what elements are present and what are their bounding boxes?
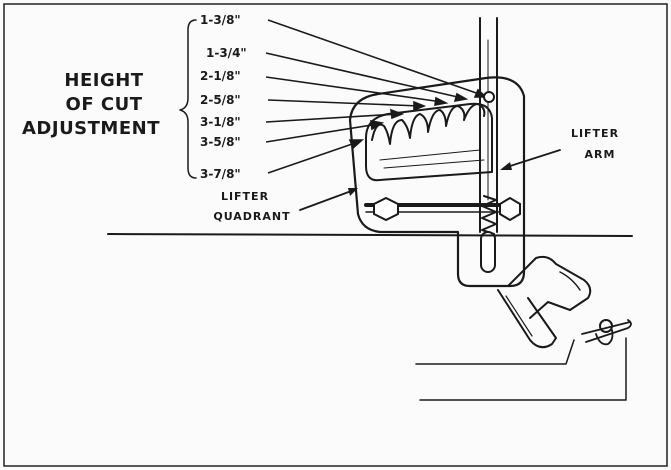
lifter-arm-label-line-1: LIFTER bbox=[571, 127, 619, 140]
lifter-arm-leader bbox=[503, 149, 561, 169]
guide-line-upper bbox=[415, 339, 575, 365]
height-label-5: 3-1/8" bbox=[200, 115, 241, 129]
axle-clip bbox=[581, 319, 632, 343]
leader-arrow-4 bbox=[413, 100, 427, 112]
right-bolt bbox=[499, 196, 521, 222]
quadrant-slot bbox=[365, 102, 493, 182]
height-labels: 1-3/8" 1-3/4" 2-1/8" 2-5/8" 3-1/8" 3-5/8… bbox=[200, 13, 247, 181]
axle-pin bbox=[599, 319, 613, 333]
height-label-7: 3-7/8" bbox=[200, 167, 241, 181]
quadrant-shading bbox=[379, 149, 485, 169]
leader-line-3 bbox=[265, 76, 443, 103]
lifter-arm-arrow bbox=[500, 162, 512, 170]
leader-line-6 bbox=[265, 123, 379, 143]
lifter-arm-label-line-2: ARM bbox=[585, 148, 616, 161]
linkage-arm bbox=[507, 255, 592, 319]
leader-line-5 bbox=[265, 113, 399, 123]
title-line-1: HEIGHT bbox=[64, 70, 143, 91]
title-line-3: ADJUSTMENT bbox=[22, 118, 160, 139]
lower-adjust-slot bbox=[480, 231, 496, 273]
title-line-2: OF CUT bbox=[66, 94, 143, 115]
leader-arrow-3 bbox=[434, 96, 449, 106]
leader-line-1 bbox=[267, 19, 483, 96]
blade-arm-shading bbox=[505, 295, 533, 337]
left-bolt bbox=[373, 196, 399, 222]
lifter-quadrant-plate bbox=[348, 76, 526, 288]
lifter-quadrant-label-line-1: LIFTER bbox=[221, 190, 269, 203]
lifter-spring bbox=[481, 195, 497, 235]
height-label-3: 2-1/8" bbox=[200, 69, 241, 83]
lifter-quadrant-arrow bbox=[348, 188, 358, 196]
leader-arrow-2 bbox=[453, 92, 469, 103]
linkage-arm-detail bbox=[559, 271, 581, 291]
lifter-quadrant-label-line-2: QUADRANT bbox=[213, 210, 290, 223]
height-label-6: 3-5/8" bbox=[200, 135, 241, 149]
deck-line bbox=[107, 233, 633, 237]
height-label-4: 2-5/8" bbox=[200, 93, 241, 107]
leader-lines bbox=[265, 19, 489, 174]
leader-line-4 bbox=[267, 99, 421, 107]
quadrant-notches bbox=[371, 103, 486, 145]
leader-line-2 bbox=[265, 52, 463, 99]
frame-border bbox=[3, 3, 668, 467]
lifter-quadrant-leader bbox=[299, 189, 355, 211]
height-label-1: 1-3/8" bbox=[200, 13, 241, 27]
axle-clip-loop bbox=[595, 329, 614, 346]
guide-line-lower bbox=[419, 337, 627, 401]
blade-arm bbox=[497, 289, 557, 349]
height-label-2: 1-3/4" bbox=[206, 46, 247, 60]
measurement-brace bbox=[179, 19, 197, 179]
leader-line-7 bbox=[267, 141, 359, 174]
upper-pivot bbox=[483, 91, 495, 103]
